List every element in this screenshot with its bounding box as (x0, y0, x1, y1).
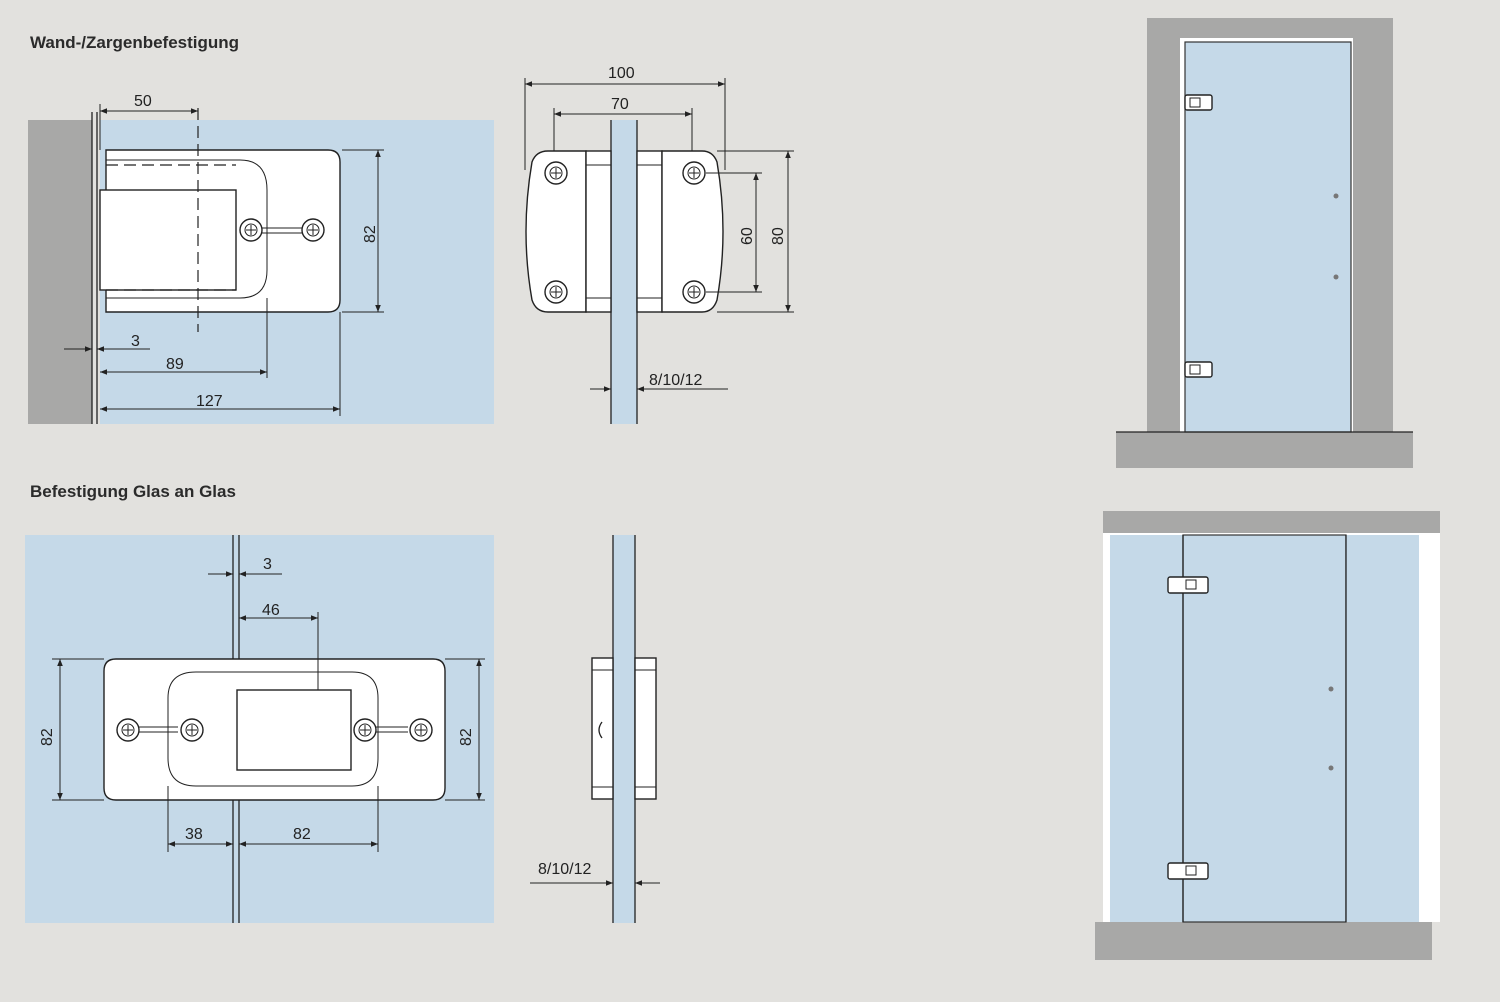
screw-icon (544, 280, 568, 304)
dim-82-left-label: 82 (39, 728, 56, 746)
screw-icon (180, 718, 204, 742)
ceiling (1103, 511, 1440, 533)
side-glass-panel (1346, 535, 1419, 922)
hinge-leaf (236, 689, 352, 771)
glass-to-glass-section-title: Befestigung Glas an Glas (30, 482, 236, 501)
glass-edge (613, 535, 635, 923)
wall-section (28, 120, 92, 424)
handle-point-icon (1328, 765, 1334, 771)
hinge-icon (1167, 576, 1209, 594)
dim-127-label: 127 (196, 393, 223, 410)
dim-38-label: 38 (185, 826, 203, 843)
glass-to-glass-front-view: 3 46 82 82 38 82 (25, 535, 494, 923)
dim-60-label: 60 (739, 227, 756, 245)
dim-82-bottom-label: 82 (293, 826, 311, 843)
dim-3-label: 3 (263, 556, 272, 573)
wall-mount-top-view: 100 70 60 80 8/10/12 (524, 65, 794, 424)
screw-icon (353, 718, 377, 742)
dim-82-right-label: 82 (458, 728, 475, 746)
wall-mount-section-title: Wand-/Zargenbefestigung (30, 33, 240, 52)
dim-46-label: 46 (262, 602, 280, 619)
screw-icon (409, 718, 433, 742)
glass-edge (611, 120, 637, 424)
dim-82-label: 82 (362, 225, 379, 243)
hinge-plate-recess (167, 671, 379, 787)
screw-icon (239, 218, 263, 242)
hinge-pin-icon (598, 721, 603, 739)
screw-icon (116, 718, 140, 742)
screw-icon (682, 280, 706, 304)
hinge-body-left (525, 150, 587, 313)
dim-100-label: 100 (608, 65, 635, 82)
hinge-icon (1167, 862, 1209, 880)
hinge-icon (1184, 361, 1213, 378)
screw-icon (544, 161, 568, 185)
dim-89-label: 89 (166, 356, 184, 373)
hinge-icon (1184, 94, 1213, 111)
hinge-clamp-right (636, 150, 663, 313)
hinge-clamp-left (591, 657, 614, 800)
hinge-plate-recess (106, 159, 268, 299)
fixed-glass-panel (1110, 535, 1183, 922)
wall-mount-front-view: 50 82 3 89 127 (28, 93, 494, 424)
dim-glass-thickness-label: 8/10/12 (538, 861, 591, 878)
hinge-clamp-left (585, 150, 612, 313)
dim-50-label: 50 (134, 93, 152, 110)
dim-3-label: 3 (131, 333, 140, 350)
screw-icon (682, 161, 706, 185)
screw-icon (301, 218, 325, 242)
handle-point-icon (1333, 193, 1339, 199)
dim-glass-thickness-label: 8/10/12 (649, 372, 702, 389)
dim-70-label: 70 (611, 96, 629, 113)
door-elevation-glass-to-glass (1095, 511, 1440, 960)
hinge-body-right (661, 150, 724, 313)
dim-80-label: 80 (770, 227, 787, 245)
handle-point-icon (1333, 274, 1339, 280)
door-elevation-wall-mount (1116, 18, 1413, 468)
hinge-clamp-right (634, 657, 657, 800)
floor (1095, 922, 1432, 960)
glass-to-glass-side-view: 8/10/12 (530, 535, 660, 923)
floor (1116, 432, 1413, 468)
hinge-leaf (99, 189, 237, 291)
handle-point-icon (1328, 686, 1334, 692)
